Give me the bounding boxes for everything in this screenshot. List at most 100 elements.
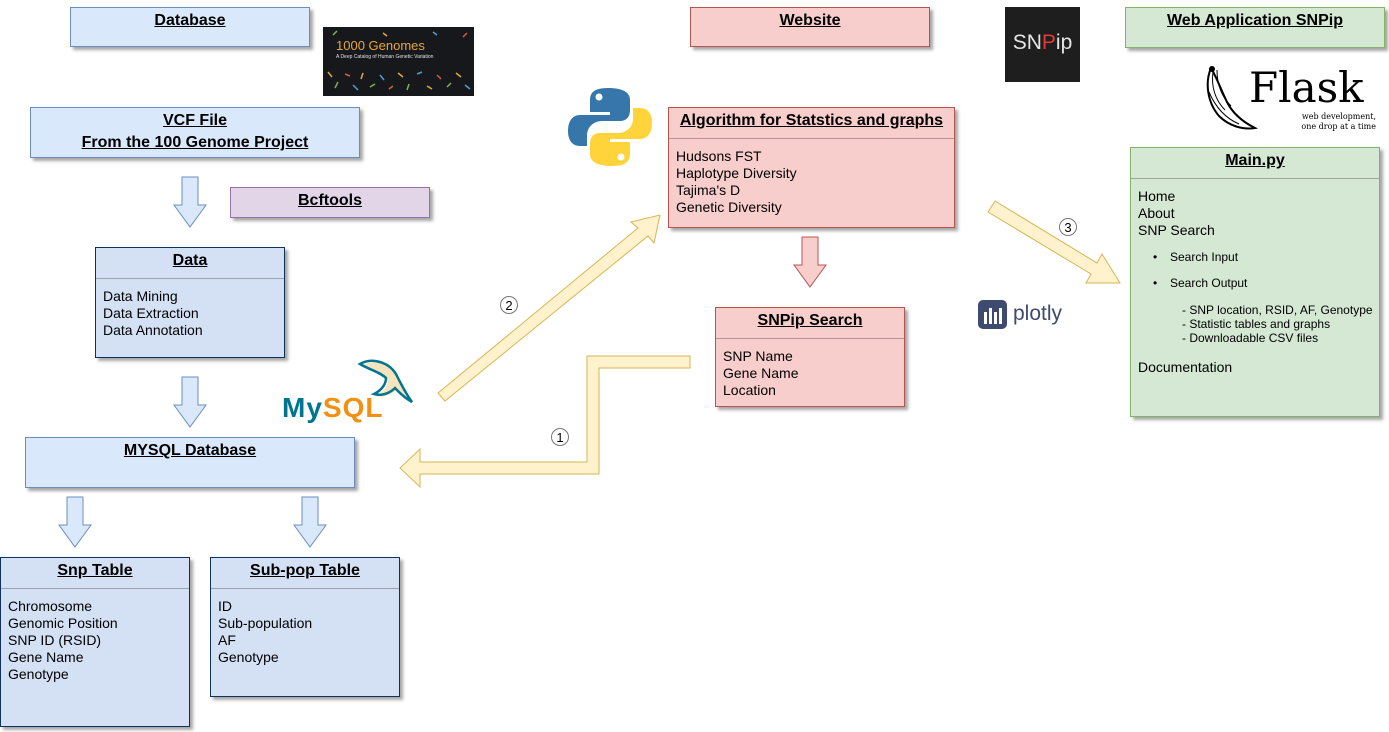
snpip-logo-p: P: [1041, 31, 1056, 54]
arrow-data-to-mysql: [173, 376, 207, 428]
algorithm-title: Algorithm for Statstics and graphs: [679, 112, 944, 129]
snpip-search-field: SNP Name: [723, 348, 793, 364]
snp-table-title: Snp Table: [57, 562, 133, 579]
subpop-table-column: Genotype: [218, 649, 279, 665]
arrow-algorithm-to-search: [793, 236, 827, 288]
data-items: Data Mining Data Extraction Data Annotat…: [103, 288, 203, 339]
snpip-logo-text: SNPip: [1005, 31, 1080, 55]
subpop-table-column: Sub-population: [218, 615, 313, 631]
snp-table-column: SNP ID (RSID): [8, 632, 102, 648]
main-py-nav-item: About: [1138, 205, 1175, 221]
arrow-step-2: [437, 214, 661, 402]
main-py-bullet-label: Search Output: [1170, 276, 1248, 290]
data-box: Data Data Mining Data Extraction Data An…: [95, 247, 285, 358]
snp-table-box: Snp Table Chromosome Genomic Position SN…: [0, 557, 190, 727]
snpip-search-fields: SNP Name Gene Name Location: [723, 348, 798, 399]
flask-wordmark: Flask: [1249, 63, 1364, 112]
vcf-file-title: VCF File: [162, 112, 227, 129]
flask-tagline-1: web development,: [1301, 112, 1376, 121]
snpip-logo-sn: SN: [1012, 31, 1042, 54]
arrow-step-1: [399, 355, 691, 489]
flask-tagline-2: one drop at a time: [1301, 122, 1376, 131]
bullet-icon: •: [1153, 276, 1158, 290]
arrow-mysql-to-snp: [58, 496, 92, 548]
genomes-logo-subtitle: A Deep Catalog of Human Genetic Variatio…: [336, 54, 434, 60]
database-header: Database: [70, 7, 310, 47]
mysql-sql: SQL: [322, 392, 384, 423]
1000-genomes-logo: 1000 Genomes A Deep Catalog of Human Gen…: [323, 27, 474, 96]
algorithm-divider: [669, 138, 954, 139]
subpop-table-column: ID: [218, 598, 232, 614]
main-py-output-detail: - Downloadable CSV files: [1182, 331, 1319, 345]
subpop-table-box: Sub-pop Table ID Sub-population AF Genot…: [210, 557, 400, 697]
snpip-logo-ip: ip: [1055, 31, 1073, 54]
main-py-documentation: Documentation: [1138, 359, 1233, 375]
data-title: Data: [172, 252, 208, 269]
snp-table-columns: Chromosome Genomic Position SNP ID (RSID…: [8, 598, 118, 683]
snp-table-divider: [1, 588, 189, 589]
main-py-box: Main.py Home About SNP Search • Search I…: [1130, 147, 1380, 417]
flask-horn-icon: [1206, 65, 1258, 130]
plotly-wordmark: plotly: [1013, 302, 1063, 325]
python-logo: [568, 86, 652, 168]
dolphin-icon: [357, 359, 414, 404]
step-number-3: 3: [1059, 218, 1077, 236]
mysql-database-box: MYSQL Database: [25, 437, 355, 488]
snp-table-column: Genotype: [8, 666, 69, 682]
snp-table-column: Gene Name: [8, 649, 84, 665]
snp-table-column: Chromosome: [8, 598, 93, 614]
algorithm-item: Tajima's D: [676, 182, 741, 198]
vcf-file-source: From the 100 Genome Project: [81, 134, 309, 151]
genome-variation-pattern: [327, 30, 471, 91]
webapp-title: Web Application SNPip: [1166, 12, 1343, 29]
snpip-search-box: SNPip Search SNP Name Gene Name Location: [715, 307, 905, 407]
main-py-output-detail: - SNP location, RSID, AF, Genotype: [1182, 303, 1373, 317]
webapp-header: Web Application SNPip: [1125, 7, 1385, 48]
main-py-output-detail: - Statistic tables and graphs: [1182, 317, 1331, 331]
snpip-search-divider: [716, 338, 904, 339]
vcf-file-box: VCF File From the 100 Genome Project: [30, 107, 360, 158]
flask-logo: Flask web development, one drop at a tim…: [1203, 62, 1378, 134]
main-py-bullet-label: Search Input: [1170, 250, 1239, 264]
arrow-step-3: [987, 200, 1121, 284]
algorithm-item: Haplotype Diversity: [676, 165, 797, 181]
main-py-nav-item: SNP Search: [1138, 222, 1215, 238]
subpop-table-column: AF: [218, 632, 236, 648]
arrow-mysql-to-subpop: [293, 496, 327, 548]
subpop-table-divider: [211, 588, 399, 589]
main-py-title: Main.py: [1225, 152, 1285, 169]
bcftools-title: Bcftools: [298, 192, 362, 209]
algorithm-item: Hudsons FST: [676, 148, 762, 164]
flask-tagline: web development, one drop at a time: [1301, 112, 1376, 132]
snp-table-column: Genomic Position: [8, 615, 118, 631]
data-item: Data Annotation: [103, 322, 203, 338]
mysql-wordmark: MySQL: [282, 392, 383, 424]
bcftools-box: Bcftools: [230, 187, 430, 218]
algorithm-item: Genetic Diversity: [676, 199, 782, 215]
plotly-icon: [978, 300, 1007, 329]
data-divider: [96, 278, 284, 279]
step-number-2: 2: [500, 296, 518, 314]
mysql-my: My: [282, 392, 323, 423]
subpop-table-columns: ID Sub-population AF Genotype: [218, 598, 312, 666]
genomes-logo-title: 1000 Genomes: [336, 38, 425, 53]
website-header: Website: [690, 7, 930, 47]
website-title: Website: [779, 12, 841, 29]
main-py-nav-item: Home: [1138, 188, 1176, 204]
subpop-table-title: Sub-pop Table: [250, 562, 360, 579]
data-item: Data Extraction: [103, 305, 199, 321]
bullet-icon: •: [1153, 250, 1158, 264]
main-py-divider: [1131, 178, 1379, 179]
snpip-search-field: Gene Name: [723, 365, 799, 381]
snpip-search-title: SNPip Search: [757, 312, 863, 329]
arrow-vcf-to-data: [173, 176, 207, 228]
step-number-1: 1: [551, 428, 569, 446]
python-icon: [568, 88, 652, 166]
mysql-logo: MySQL: [282, 358, 414, 424]
algorithm-list: Hudsons FST Haplotype Diversity Tajima's…: [676, 148, 797, 216]
mysql-database-title: MYSQL Database: [123, 442, 257, 459]
snpip-logo: SNPip: [1005, 7, 1080, 82]
algorithm-box: Algorithm for Statstics and graphs Hudso…: [668, 107, 955, 228]
snpip-search-field: Location: [723, 382, 776, 398]
